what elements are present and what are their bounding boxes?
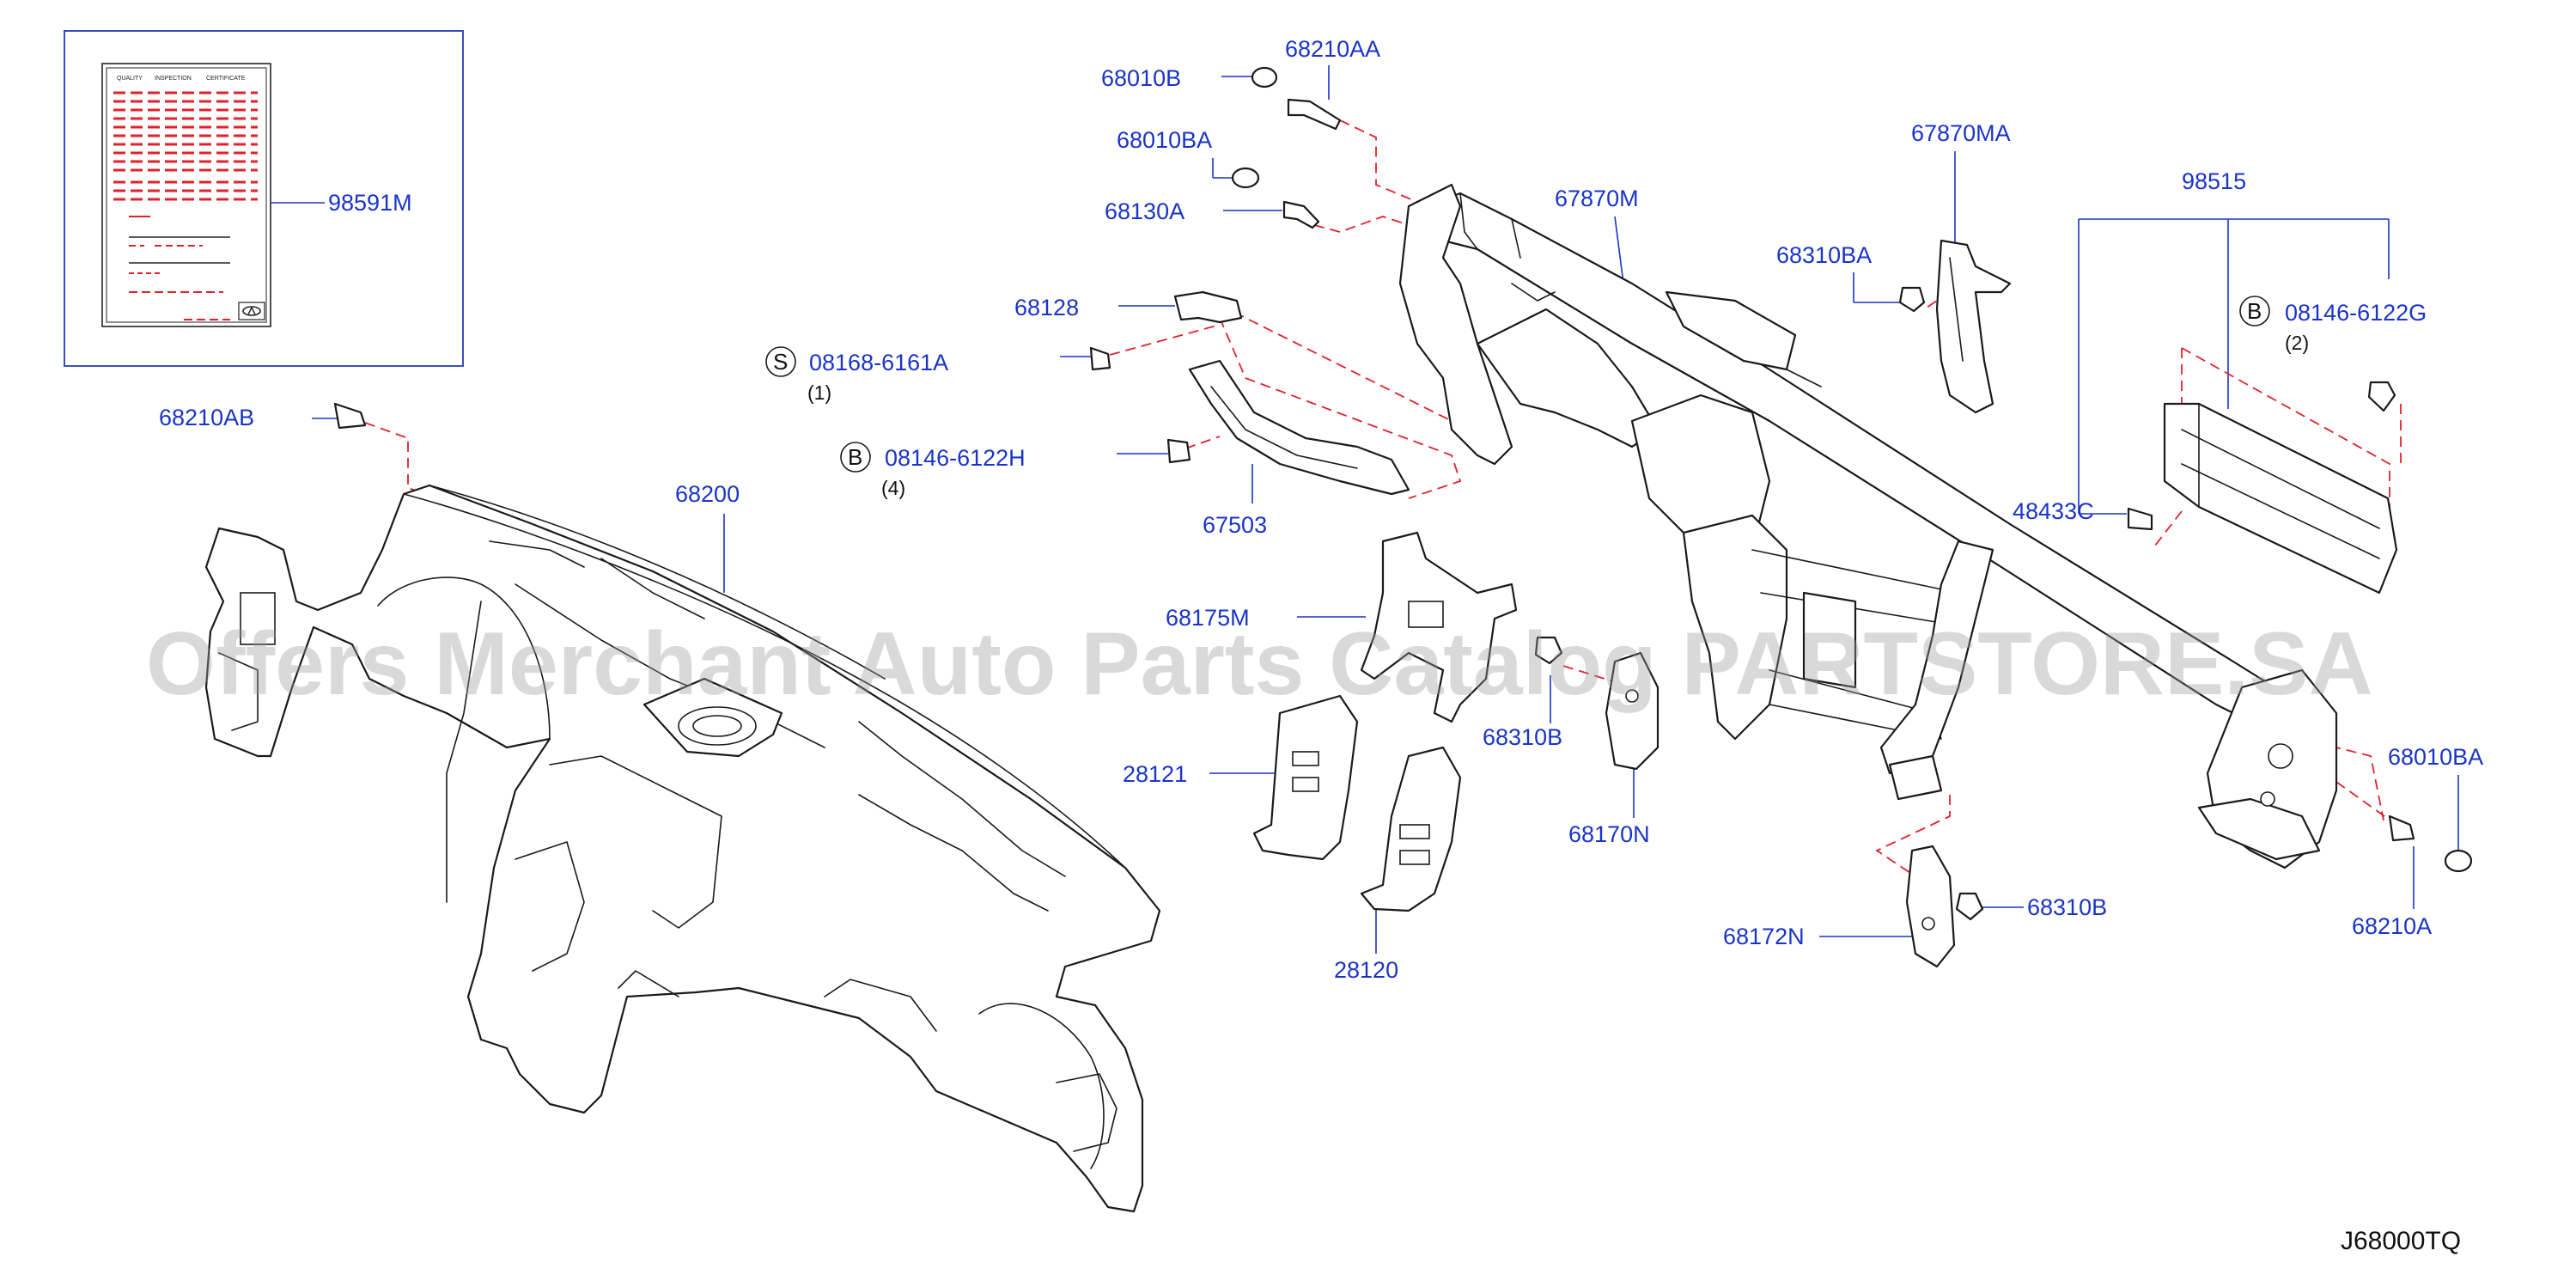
screw-08168-6161A-icon — [1089, 346, 1111, 371]
part-label-28120[interactable]: 28120 — [1334, 957, 1398, 983]
certificate-header-certificate: CERTIFICATE — [206, 76, 246, 82]
circled-prefix-S: S — [773, 349, 788, 375]
part-qty-08146-6122H: (4) — [881, 477, 905, 499]
part-label-68172N[interactable]: 68172N — [1723, 924, 1805, 949]
part-label-68128[interactable]: 68128 — [1014, 295, 1079, 320]
part-label-68175M[interactable]: 68175M — [1166, 605, 1250, 631]
part-qty-08146-6122G: (2) — [2285, 332, 2309, 354]
washer-68010B-icon — [1251, 66, 1278, 88]
part-label-67870MA[interactable]: 67870MA — [1911, 120, 2011, 146]
bolt-68130A-icon — [1282, 200, 1320, 229]
bolt-68210AB-icon — [333, 402, 367, 430]
circled-prefix-B-6122G: B — [2247, 298, 2262, 324]
watermark: Offers Merchant Auto Parts Catalog PARTS… — [146, 614, 2373, 714]
circled-prefix-B-6122H: B — [848, 444, 862, 470]
bracket-68128 — [1173, 290, 1243, 324]
bracket-68170N — [1605, 651, 1659, 771]
bracket-28121 — [1252, 694, 1359, 861]
nut-68310B-low-icon — [1955, 892, 1984, 921]
certificate-inset: QUALITY INSPECTION CERTIFICATE — [64, 30, 464, 367]
certificate-signature-lines — [129, 216, 230, 320]
nut-68310B-mid-icon — [1534, 636, 1563, 665]
part-label-98515[interactable]: 98515 — [2182, 168, 2246, 194]
certificate-header-quality: QUALITY — [117, 76, 143, 82]
part-label-68010BA-top[interactable]: 68010BA — [1117, 127, 1212, 153]
washer-68010BA-icon — [1231, 167, 1260, 189]
washer-68010BA-right-icon — [2444, 849, 2473, 873]
bracket-67870MA — [1935, 239, 2012, 414]
certificate-logo-icon — [238, 302, 265, 320]
part-label-68210AA[interactable]: 68210AA — [1285, 36, 1380, 62]
part-label-98591M[interactable]: 98591M — [328, 190, 412, 216]
bolt-68210AA-icon — [1287, 98, 1342, 131]
part-label-68200[interactable]: 68200 — [675, 481, 740, 507]
duct-67503 — [1188, 359, 1410, 496]
bolt-08146-6122G-icon — [2367, 381, 2396, 412]
passenger-airbag-98515 — [2163, 402, 2398, 595]
bracket-28120 — [1360, 746, 1462, 912]
part-label-68010BA-right[interactable]: 68010BA — [2388, 744, 2483, 770]
part-label-28121[interactable]: 28121 — [1123, 761, 1187, 787]
part-label-68130A[interactable]: 68130A — [1105, 198, 1184, 224]
bolt-68210A-icon — [2388, 814, 2415, 842]
bolt-08146-6122H-icon — [1166, 438, 1191, 464]
bracket-68175M — [1360, 531, 1518, 723]
part-label-68310B-low[interactable]: 68310B — [2027, 894, 2107, 920]
nut-68310BA-icon — [1898, 286, 1926, 313]
part-label-68010B[interactable]: 68010B — [1101, 65, 1181, 91]
part-label-68170N[interactable]: 68170N — [1568, 821, 1650, 847]
part-label-67870M[interactable]: 67870M — [1555, 186, 1639, 211]
part-label-08146-6122H[interactable]: 08146-6122H — [885, 445, 1026, 471]
steering-member-67870M — [1398, 183, 2338, 869]
diagram-code: J68000TQ — [2341, 1227, 2461, 1255]
certificate-text-lines — [113, 91, 258, 201]
certificate-header-inspection: INSPECTION — [155, 76, 192, 82]
instrument-panel-68200 — [204, 484, 1161, 1213]
part-label-08146-6122G[interactable]: 08146-6122G — [2285, 300, 2427, 326]
part-label-68210AB[interactable]: 68210AB — [159, 405, 254, 430]
part-qty-08168-6161A: (1) — [807, 381, 831, 404]
part-label-08168-6161A[interactable]: 08168-6161A — [809, 350, 948, 375]
bracket-68172N — [1905, 845, 1956, 968]
part-label-68310BA[interactable]: 68310BA — [1776, 242, 1872, 268]
bolt-48433C-icon — [2127, 507, 2153, 531]
part-label-68210A[interactable]: 68210A — [2352, 913, 2432, 939]
part-label-68310B-mid[interactable]: 68310B — [1483, 724, 1562, 750]
fasteners — [333, 66, 2473, 921]
part-label-67503[interactable]: 67503 — [1203, 512, 1267, 538]
part-label-48433C[interactable]: 48433C — [2013, 498, 2094, 524]
part-labels: 68210AB 68200 68010B 68210AA 68010BA 681… — [159, 36, 2483, 983]
